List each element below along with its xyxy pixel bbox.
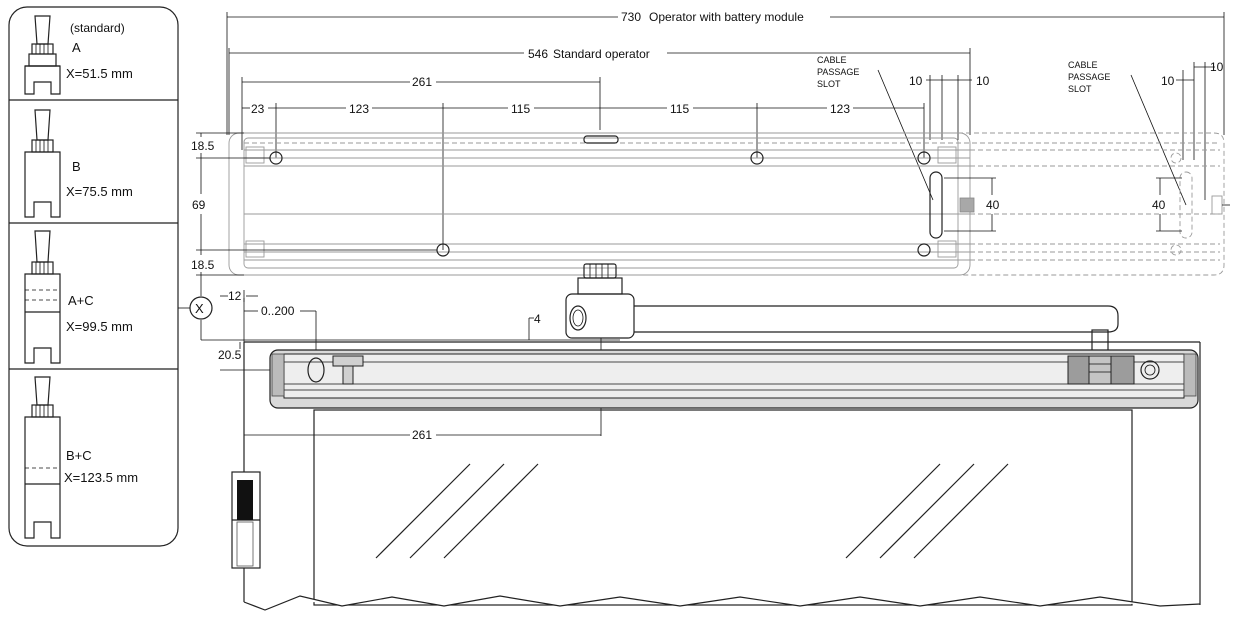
cable-slot-1-line-2: PASSAGE (817, 67, 859, 77)
variant-b-plus-c-name: B+C (66, 448, 92, 463)
x-marker-label: X (195, 301, 204, 316)
frame-profile (231, 471, 261, 569)
dimension-40-a: 40 (944, 177, 1000, 232)
dim-730-label: Operator with battery module (649, 10, 804, 24)
top-clip (583, 135, 619, 144)
dim-0-200-value: 0..200 (261, 304, 295, 318)
variant-b-name: B (72, 159, 81, 174)
dim-115-left-value: 115 (511, 102, 530, 116)
variant-b-plus-c-x: X=123.5 mm (64, 470, 138, 485)
dim-261-top-value: 261 (412, 75, 432, 89)
dim-546-value: 546 (528, 47, 548, 61)
variant-panel: (standard) A X=51.5 mm B X=75.5 mm (8, 6, 179, 547)
variant-b-plus-c-illustration (24, 376, 61, 539)
cable-slot-2-line-3: SLOT (1068, 84, 1092, 94)
dimension-12: 12 (220, 289, 258, 303)
variant-a-note: (standard) (70, 21, 125, 35)
variant-b-x: X=75.5 mm (66, 184, 133, 199)
guide-rail (269, 349, 1199, 409)
dim-261-bottom-value: 261 (412, 428, 432, 442)
dimension-730: 730 Operator with battery module (226, 10, 1225, 135)
variant-b-illustration (24, 109, 61, 218)
dim-20-5-value: 20.5 (218, 348, 242, 362)
arm-rod (634, 305, 1119, 333)
variant-panel-frame (8, 6, 179, 547)
drive-spindle (583, 263, 617, 279)
battery-module-outline (958, 132, 1225, 276)
cable-slot-2-line-1: CABLE (1068, 60, 1098, 70)
variant-a-plus-c-illustration (24, 230, 61, 364)
dim-18-5-bottom-value: 18.5 (191, 258, 215, 272)
dim-4-value: 4 (534, 312, 541, 326)
dim-546-label: Standard operator (553, 47, 650, 61)
cable-slot-2 (1179, 171, 1193, 239)
mounting-hole (750, 151, 764, 165)
dim-23-value: 23 (251, 102, 265, 116)
rail-end-hole (307, 357, 325, 383)
cable-passage-slot-1: CABLE PASSAGE SLOT 10 10 (817, 55, 990, 201)
dim-69-value: 69 (192, 198, 206, 212)
door-glass-panel (313, 409, 1133, 606)
dim-730-value: 730 (621, 10, 641, 24)
variant-a: (standard) A X=51.5 mm (24, 15, 133, 95)
cable-passage-slot-2: CABLE PASSAGE SLOT 10 10 (1068, 60, 1224, 206)
variant-b-plus-c: B+C X=123.5 mm (24, 376, 138, 539)
dimension-chain-holes: 23 123 115 115 123 (242, 102, 925, 250)
variant-a-plus-c-name: A+C (68, 293, 94, 308)
dim-115-right-value: 115 (670, 102, 689, 116)
arm-hub (565, 293, 635, 339)
dim-10-c-value: 10 (1161, 74, 1175, 88)
cable-slot-2-line-2: PASSAGE (1068, 72, 1110, 82)
mounting-hole (917, 243, 931, 257)
dimension-261-top: 261 (241, 75, 601, 150)
operator-top-view (228, 132, 1230, 276)
cable-slot-1 (929, 171, 943, 239)
dim-40-a-value: 40 (986, 198, 1000, 212)
dim-12-value: 12 (228, 289, 242, 303)
dim-10-b-value: 10 (976, 74, 990, 88)
variant-a-plus-c: A+C X=99.5 mm (24, 230, 133, 364)
rail-end-stop (1140, 360, 1160, 380)
variant-b: B X=75.5 mm (24, 109, 133, 218)
dim-123-right-value: 123 (830, 102, 850, 116)
dim-10-d-value: 10 (1210, 60, 1224, 74)
break-line (243, 595, 1201, 611)
cable-slot-1-line-1: CABLE (817, 55, 847, 65)
dimension-546: 546 Standard operator (228, 47, 971, 135)
variant-a-illustration (24, 15, 61, 95)
dimension-4: 4 (528, 312, 541, 340)
dimension-40-b: 40 (1152, 177, 1182, 232)
standard-operator-outline (228, 132, 971, 276)
variant-a-plus-c-x: X=99.5 mm (66, 319, 133, 334)
variant-a-name: A (72, 40, 81, 55)
mounting-hole (917, 151, 931, 165)
dim-40-b-value: 40 (1152, 198, 1166, 212)
dimension-vertical-left: 18.5 69 18.5 X (178, 132, 620, 341)
dim-10-a-value: 10 (909, 74, 923, 88)
variant-a-x: X=51.5 mm (66, 66, 133, 81)
door-leaf (243, 341, 1201, 611)
cable-slot-1-line-3: SLOT (817, 79, 841, 89)
dim-123-left-value: 123 (349, 102, 369, 116)
dim-18-5-top-value: 18.5 (191, 139, 215, 153)
